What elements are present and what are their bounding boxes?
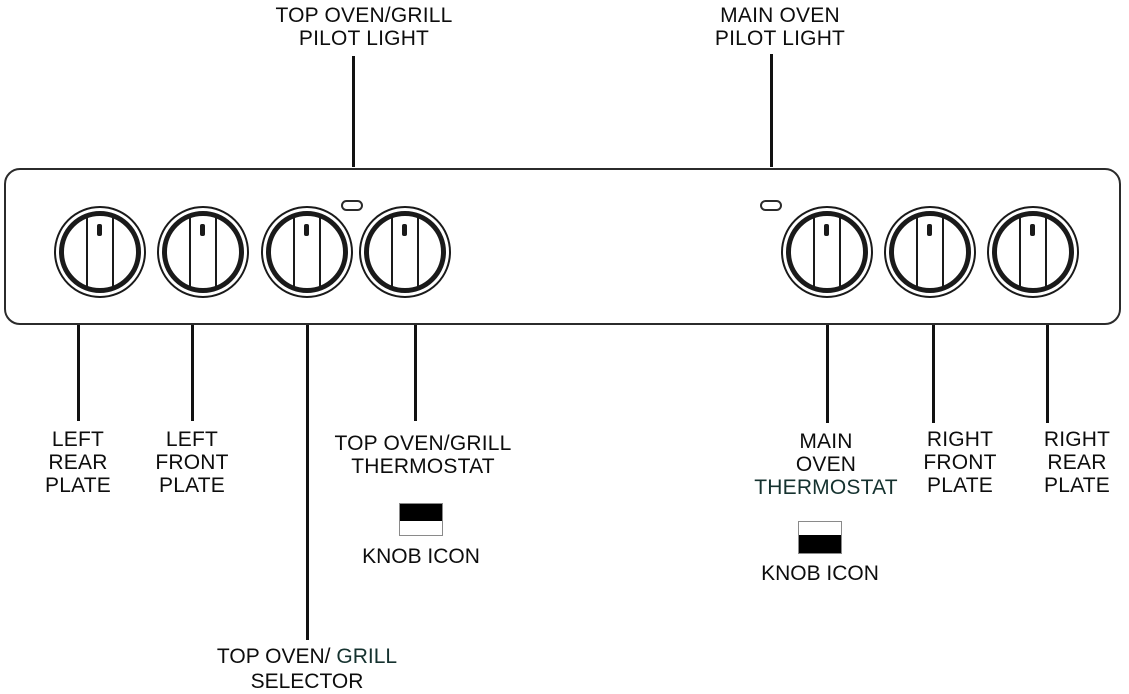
knob-icon-lower-half bbox=[400, 521, 442, 535]
knob-icon-main-oven bbox=[798, 521, 842, 554]
label-main-oven-thermostat-line2: OVEN bbox=[795, 453, 857, 476]
knob-center-band bbox=[391, 214, 419, 290]
leader-line-top-oven-grill-selector bbox=[306, 325, 309, 640]
knob-pointer-mark bbox=[1030, 224, 1035, 236]
leader-line-right-rear-plate bbox=[1046, 325, 1049, 423]
knob-right-front-plate[interactable] bbox=[884, 206, 976, 298]
knob-icon-top-oven-grill bbox=[399, 503, 443, 536]
knob-center-band bbox=[916, 214, 944, 290]
knob-inner-ring bbox=[162, 211, 244, 293]
knob-icon-caption-main-oven: KNOB ICON bbox=[761, 562, 879, 585]
knob-inner-ring bbox=[786, 211, 868, 293]
label-left-rear-plate: LEFT REAR PLATE bbox=[45, 428, 111, 497]
selector-label-accent: GRILL bbox=[336, 645, 398, 668]
selector-label-prefix: TOP OVEN/ bbox=[216, 645, 337, 668]
leader-line-left-rear-plate bbox=[77, 325, 80, 421]
knob-center-band bbox=[1019, 214, 1047, 290]
label-left-front-plate: LEFT FRONT PLATE bbox=[155, 428, 229, 497]
knob-left-front-plate[interactable] bbox=[157, 206, 249, 298]
knob-pointer-mark bbox=[200, 224, 205, 236]
knob-pointer-mark bbox=[402, 224, 407, 236]
knob-center-band bbox=[813, 214, 841, 290]
label-main-oven-thermostat-line1: MAIN bbox=[799, 430, 853, 453]
knob-pointer-mark bbox=[97, 224, 102, 236]
knob-top-oven-grill-thermostat[interactable] bbox=[359, 206, 451, 298]
knob-center-band bbox=[293, 214, 321, 290]
pilot-light-top-oven-grill bbox=[341, 200, 363, 211]
label-right-rear-plate: RIGHT REAR PLATE bbox=[1043, 428, 1111, 497]
knob-top-oven-grill-selector[interactable] bbox=[261, 206, 353, 298]
knob-right-rear-plate[interactable] bbox=[987, 206, 1079, 298]
knob-icon-caption-top-oven-grill: KNOB ICON bbox=[362, 545, 480, 568]
label-top-oven-grill-selector: TOP OVEN/ GRILL SELECTOR bbox=[166, 644, 448, 694]
leader-line-right-front-plate bbox=[932, 325, 935, 423]
label-top-oven-grill-thermostat: TOP OVEN/GRILL THERMOSTAT bbox=[334, 432, 512, 478]
knob-pointer-mark bbox=[927, 224, 932, 236]
label-top-oven-grill-pilot-light: TOP OVEN/GRILL PILOT LIGHT bbox=[275, 4, 453, 50]
leader-line-top-oven-grill-thermostat bbox=[414, 325, 417, 421]
knob-center-band bbox=[189, 214, 217, 290]
knob-left-rear-plate[interactable] bbox=[54, 206, 146, 298]
leader-line-main-oven-pilot-light bbox=[770, 54, 773, 167]
pilot-light-main-oven bbox=[760, 200, 782, 211]
selector-label-line2: SELECTOR bbox=[250, 670, 364, 693]
knob-icon-upper-half bbox=[400, 504, 442, 522]
leader-line-main-oven-thermostat bbox=[826, 325, 829, 423]
leader-line-left-front-plate bbox=[191, 325, 194, 421]
label-main-oven-thermostat-line3: THERMOSTAT bbox=[754, 476, 898, 499]
knob-icon-upper-half bbox=[799, 522, 841, 536]
knob-main-oven-thermostat[interactable] bbox=[781, 206, 873, 298]
label-right-front-plate: RIGHT FRONT PLATE bbox=[923, 428, 997, 497]
knob-pointer-mark bbox=[824, 224, 829, 236]
knob-pointer-mark bbox=[304, 224, 309, 236]
knob-center-band bbox=[86, 214, 114, 290]
knob-inner-ring bbox=[992, 211, 1074, 293]
label-main-oven-pilot-light: MAIN OVEN PILOT LIGHT bbox=[714, 4, 846, 50]
leader-line-top-oven-grill-pilot-light bbox=[352, 56, 355, 167]
knob-icon-lower-half bbox=[799, 535, 841, 553]
